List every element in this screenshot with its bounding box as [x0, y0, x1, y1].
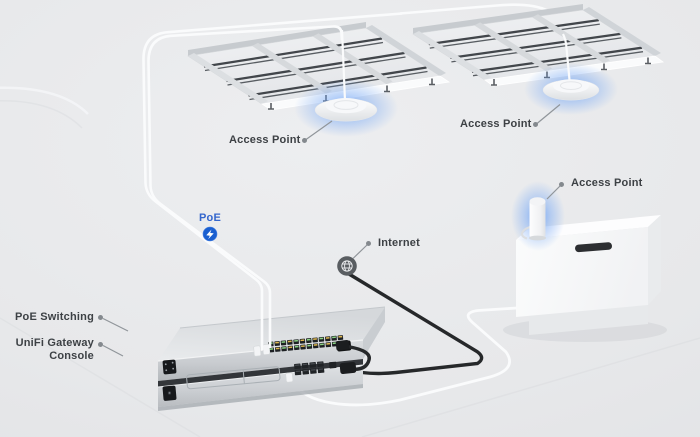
leader-lines	[102, 104, 561, 357]
ethernet-port	[294, 345, 299, 348]
ethernet-port	[275, 341, 280, 344]
ethernet-port	[275, 347, 280, 350]
ethernet-port	[274, 346, 281, 352]
ethernet-port	[301, 345, 305, 348]
ethernet-port	[319, 342, 325, 348]
ethernet-port	[319, 343, 324, 346]
ethernet-port	[303, 369, 308, 372]
ethernet-port	[294, 369, 302, 376]
ethernet-port	[301, 362, 309, 369]
internet-node	[337, 256, 357, 276]
cabinet-handle	[575, 242, 612, 253]
poe-cable-bundle	[142, 12, 403, 350]
ethernet-port	[324, 336, 331, 342]
background-seams	[0, 86, 700, 437]
ap-drop-cable	[340, 29, 347, 102]
ethernet-port	[318, 368, 324, 371]
ethernet-port	[287, 340, 292, 343]
ethernet-port	[287, 345, 294, 351]
ethernet-port	[332, 342, 337, 345]
ethernet-port	[325, 337, 330, 339]
label-unifi-gateway-console: UniFi Gateway Console	[16, 337, 94, 363]
ethernet-port	[306, 343, 313, 349]
ceiling-access-point-2	[524, 33, 618, 115]
poe-badge	[202, 226, 218, 242]
label-access-point-3: Access Point	[571, 177, 643, 189]
ap-drop-cable	[562, 33, 571, 81]
ethernet-port	[295, 370, 301, 373]
ethernet-port	[281, 341, 286, 343]
ethernet-port	[306, 338, 311, 341]
ethernet-port	[318, 336, 325, 342]
ethernet-port	[337, 335, 344, 341]
ethernet-port	[313, 344, 318, 346]
ethernet-port	[325, 342, 332, 348]
ethernet-port	[274, 340, 280, 347]
ethernet-port	[294, 339, 298, 342]
label-access-point-1: Access Point	[229, 134, 301, 146]
white-cable-plug	[285, 372, 294, 383]
label-internet: Internet	[378, 237, 420, 249]
ethernet-port	[300, 339, 305, 342]
ethernet-port	[302, 368, 310, 375]
ethernet-port	[281, 346, 287, 352]
desktop-access-point	[511, 181, 565, 251]
ethernet-port	[331, 335, 337, 341]
lightning-bolt-icon	[206, 229, 214, 240]
ethernet-port	[312, 343, 319, 349]
ethernet-port	[312, 337, 318, 343]
ethernet-port	[329, 361, 337, 369]
ethernet-port	[293, 339, 299, 345]
ethernet-port	[299, 338, 306, 344]
ethernet-port	[332, 336, 336, 339]
ethernet-port	[295, 364, 300, 366]
ap-cable-loop	[520, 225, 531, 240]
ethernet-port	[317, 361, 324, 367]
ethernet-port	[307, 344, 312, 347]
ceiling-grid-2	[412, 4, 665, 87]
label-access-point-2: Access Point	[460, 118, 532, 130]
ethernet-port	[305, 338, 312, 344]
ethernet-port	[293, 345, 300, 351]
ethernet-port	[288, 346, 293, 349]
ethernet-port	[338, 335, 343, 338]
ethernet-port	[317, 367, 325, 374]
label-poe-switching: PoE Switching	[15, 311, 94, 323]
label-unifi-gateway-line2: Console	[49, 350, 94, 362]
ethernet-port	[302, 363, 308, 366]
white-cable-plug	[253, 345, 262, 357]
ethernet-port	[310, 362, 315, 365]
ethernet-port	[287, 339, 293, 345]
ethernet-port	[326, 342, 331, 345]
ethernet-port	[269, 348, 274, 350]
ethernet-port	[294, 363, 301, 370]
ethernet-port	[319, 337, 324, 340]
label-poe: PoE	[199, 212, 221, 224]
gateway-console	[157, 361, 364, 411]
globe-icon	[341, 260, 353, 272]
ethernet-port	[280, 340, 287, 346]
switch-display	[162, 359, 177, 375]
patch-cable-switch-to-gateway	[335, 339, 371, 375]
gateway-port-block	[294, 361, 337, 376]
ethernet-port	[313, 338, 317, 341]
cabinet-box	[503, 215, 667, 342]
leader-dots	[98, 122, 564, 347]
gateway-drive-tray	[186, 366, 281, 390]
ethernet-port	[318, 362, 323, 364]
ethernet-port	[309, 368, 317, 374]
label-unifi-gateway-line1: UniFi Gateway	[15, 337, 94, 349]
ethernet-cable-to-desktop-ap	[288, 306, 518, 407]
ethernet-port	[282, 346, 286, 349]
ethernet-port	[310, 369, 316, 371]
ceiling-access-point-1	[294, 29, 398, 137]
internet-wan-cable	[347, 272, 484, 376]
ethernet-port	[300, 344, 306, 350]
ethernet-port	[309, 362, 317, 368]
